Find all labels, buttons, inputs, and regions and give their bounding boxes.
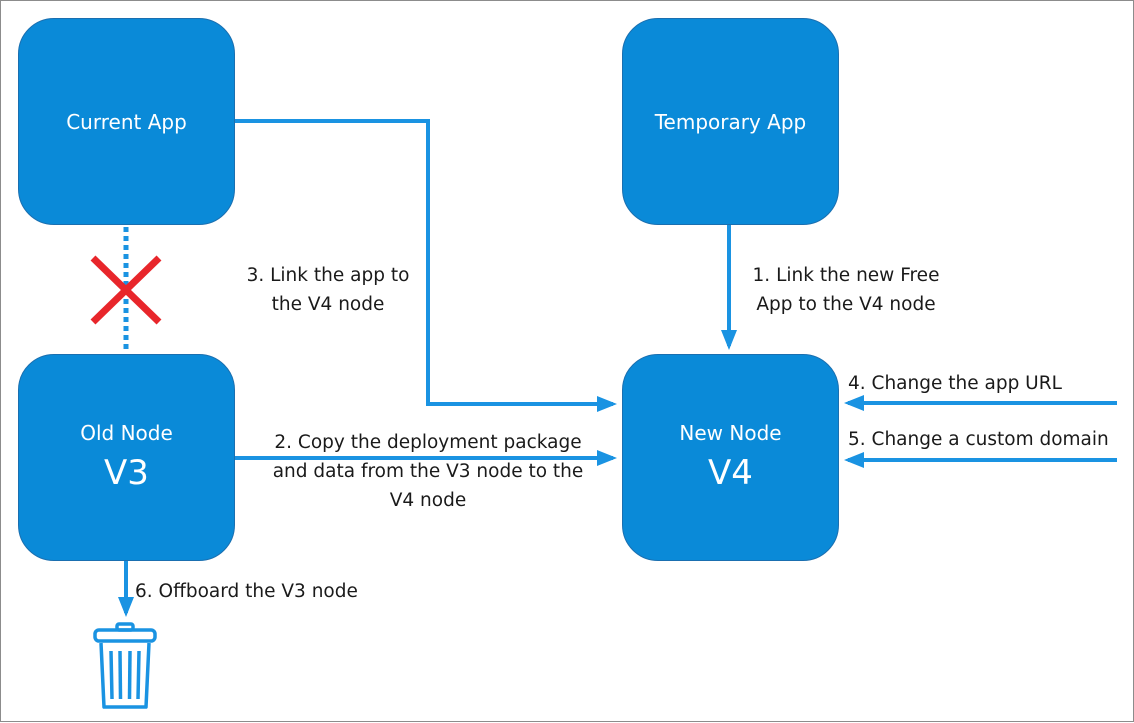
step-3-line-2: the V4 node — [271, 294, 385, 315]
step-6-label: 6. Offboard the V3 node — [135, 577, 358, 606]
step-3-line-1: 3. Link the app to — [246, 265, 410, 286]
step-3-label: 3. Link the app to the V4 node — [238, 261, 418, 319]
step-2-label: 2. Copy the deployment package and data … — [253, 428, 603, 515]
old-node: Old Node V3 — [18, 354, 235, 561]
temporary-app-node: Temporary App — [622, 18, 839, 225]
step-2-line-3: V4 node — [389, 490, 467, 511]
new-node-version: V4 — [708, 452, 753, 493]
step-2-line-2: and data from the V3 node to the — [272, 461, 584, 482]
new-node: New Node V4 — [622, 354, 839, 561]
step-5-line-1: 5. Change a custom domain — [848, 429, 1109, 450]
temporary-app-title: Temporary App — [654, 109, 807, 134]
old-node-title: Old Node — [80, 420, 173, 445]
cross-icon — [90, 255, 162, 325]
new-node-title: New Node — [679, 420, 782, 445]
edge-link-current-app — [235, 119, 617, 412]
step-5-label: 5. Change a custom domain — [848, 425, 1109, 454]
step-4-label: 4. Change the app URL — [848, 369, 1062, 398]
current-app-title: Current App — [66, 109, 187, 134]
old-node-version: V3 — [104, 452, 149, 493]
step-4-line-1: 4. Change the app URL — [848, 373, 1062, 394]
trash-bin-icon — [93, 622, 157, 709]
current-app-node: Current App — [18, 18, 235, 225]
step-1-label: 1. Link the new Free App to the V4 node — [741, 261, 951, 319]
step-6-line-1: 6. Offboard the V3 node — [135, 581, 358, 602]
step-1-line-1: 1. Link the new Free — [752, 265, 940, 286]
step-1-line-2: App to the V4 node — [756, 294, 936, 315]
step-2-line-1: 2. Copy the deployment package — [274, 432, 582, 453]
